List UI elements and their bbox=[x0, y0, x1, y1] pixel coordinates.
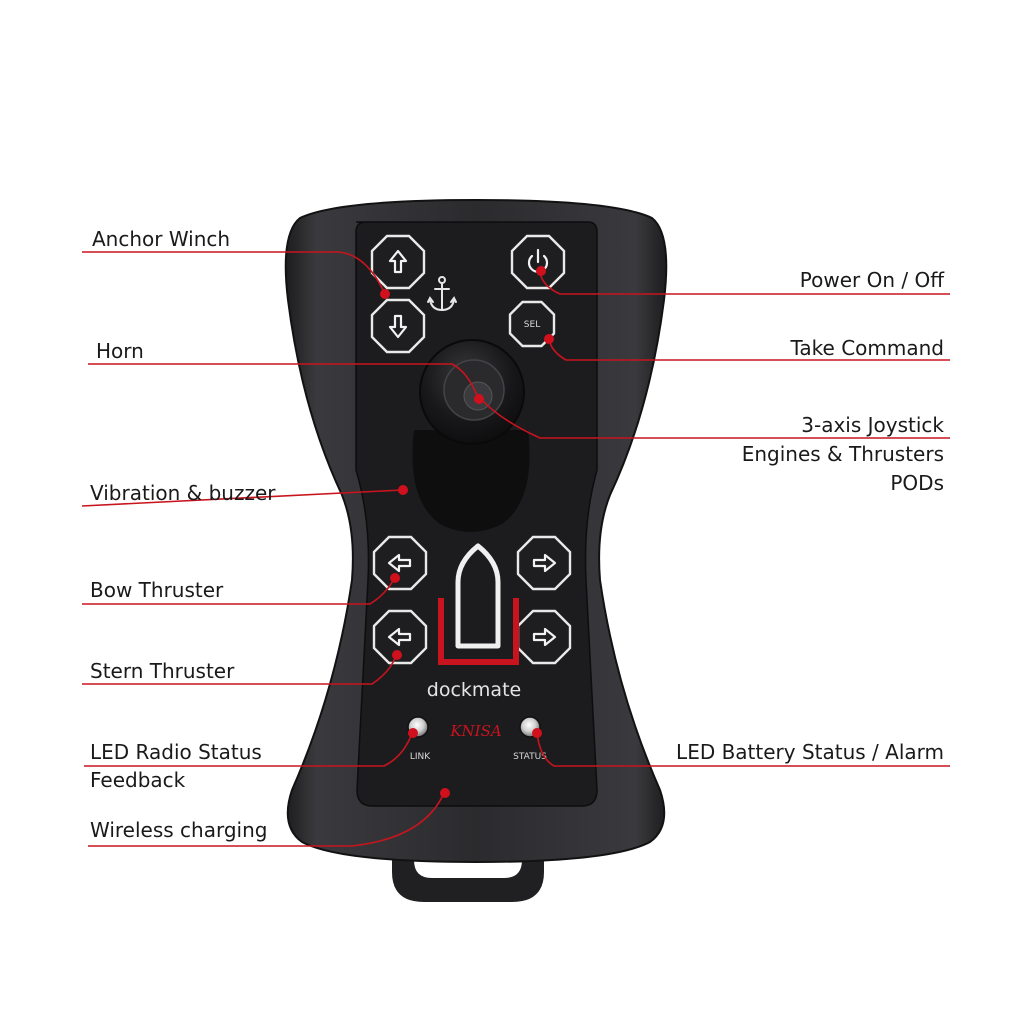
anchor-down-button[interactable] bbox=[370, 298, 426, 354]
arrow-down-icon bbox=[388, 314, 408, 339]
label-take-command: Take Command bbox=[790, 336, 945, 360]
label-joystick-line2: Engines & Thrusters bbox=[742, 442, 944, 466]
stern-thruster-left-button[interactable] bbox=[372, 609, 428, 665]
led-link-label: LINK bbox=[410, 752, 431, 762]
label-vibration-buzzer: Vibration & buzzer bbox=[90, 481, 276, 505]
label-led-battery: LED Battery Status / Alarm bbox=[676, 740, 944, 764]
anchor-icon bbox=[427, 276, 457, 312]
stern-thruster-right-button[interactable] bbox=[516, 609, 572, 665]
label-bow-thruster: Bow Thruster bbox=[90, 578, 224, 602]
brand-name: dockmate bbox=[427, 679, 521, 701]
label-power: Power On / Off bbox=[800, 268, 945, 292]
arrow-left-icon bbox=[387, 627, 412, 647]
joystick[interactable] bbox=[412, 339, 530, 532]
label-wireless-charging: Wireless charging bbox=[90, 818, 267, 842]
label-anchor-winch: Anchor Winch bbox=[92, 227, 230, 251]
select-button-label: SEL bbox=[524, 320, 540, 330]
arrow-right-icon bbox=[532, 627, 557, 647]
leader-dots bbox=[380, 266, 554, 798]
power-button[interactable] bbox=[510, 234, 566, 290]
bow-thruster-right-button[interactable] bbox=[516, 535, 572, 591]
select-button[interactable]: SEL bbox=[508, 300, 556, 348]
label-joystick-line3: PODs bbox=[890, 471, 944, 495]
logo-text: KNISA bbox=[449, 722, 502, 740]
joystick-shaft bbox=[412, 430, 530, 532]
label-joystick-line1: 3-axis Joystick bbox=[801, 413, 944, 437]
anchor-up-button[interactable] bbox=[370, 234, 426, 290]
arrow-up-icon bbox=[388, 249, 408, 274]
bow-thruster-left-button[interactable] bbox=[372, 535, 428, 591]
boat-icon bbox=[438, 543, 519, 665]
led-status-label: STATUS bbox=[513, 752, 547, 762]
label-horn: Horn bbox=[96, 339, 144, 363]
lanyard-loop bbox=[392, 820, 544, 902]
remote-device bbox=[284, 198, 668, 902]
arrow-right-icon bbox=[532, 553, 557, 573]
label-led-radio-line1: LED Radio Status bbox=[90, 740, 262, 764]
logo: KNISA bbox=[449, 722, 502, 740]
label-led-radio-line2: Feedback bbox=[90, 768, 186, 792]
arrow-left-icon bbox=[387, 553, 412, 573]
leader-lines bbox=[81, 251, 950, 847]
label-stern-thruster: Stern Thruster bbox=[90, 659, 235, 683]
